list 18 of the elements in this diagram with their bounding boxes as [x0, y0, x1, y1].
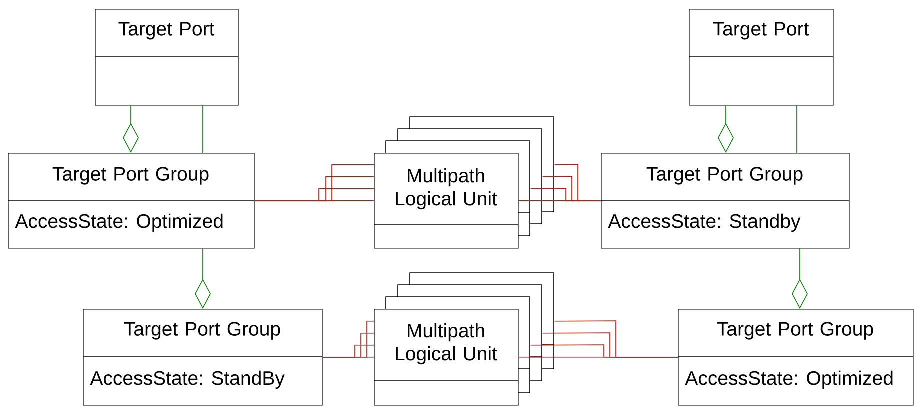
connector [322, 320, 374, 358]
connector [796, 105, 798, 154]
connector [202, 105, 204, 154]
class-box: Target Port [688, 9, 834, 106]
class-box: Target Port Group AccessState: Optimized [678, 308, 914, 406]
connector [718, 105, 734, 153]
connector [554, 320, 678, 358]
connector [195, 248, 211, 309]
connector [554, 164, 602, 202]
connector [254, 164, 374, 202]
class-box: Target Port Group AccessState: StandBy [82, 308, 323, 406]
class-box: Target Port Group AccessState: Standby [600, 152, 850, 249]
connector [123, 105, 140, 153]
class-box: Target Port [94, 9, 239, 106]
class-box: Multipath Logical Unit [374, 272, 554, 406]
connector [792, 248, 808, 309]
class-box: Target Port Group AccessState: Optimized [8, 152, 255, 249]
class-box: Multipath Logical Unit [374, 116, 554, 249]
